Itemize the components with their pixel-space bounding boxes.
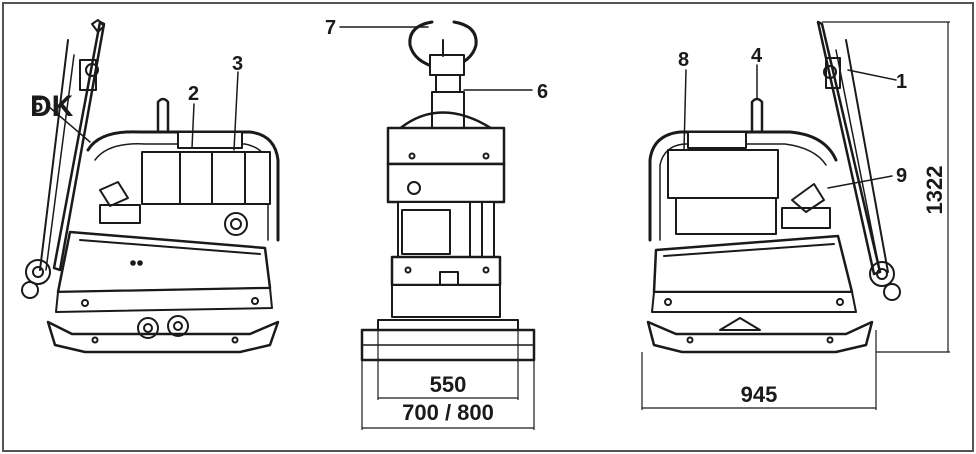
- part-label-2: 2: [188, 83, 199, 105]
- left-side-view: [21, 19, 280, 354]
- part-label-7: 7: [325, 17, 336, 39]
- part-label-1: 1: [896, 71, 907, 93]
- dimension-lines: [361, 21, 950, 430]
- part-label-6: 6: [537, 81, 548, 103]
- part-label-4: 4: [751, 45, 763, 67]
- part-label-9: 9: [896, 165, 907, 187]
- part-label-5: 5: [32, 95, 43, 117]
- dk-watermark: DK: [30, 90, 74, 123]
- dimension-width-outer: 700 / 800: [402, 400, 494, 425]
- part-label-3: 3: [232, 53, 243, 75]
- dimension-height: 1322: [922, 166, 947, 215]
- right-side-view: [646, 20, 901, 354]
- front-view: [339, 20, 536, 362]
- part-label-8: 8: [678, 49, 689, 71]
- dimension-length: 945: [741, 382, 778, 407]
- dimension-width-inner: 550: [430, 372, 467, 397]
